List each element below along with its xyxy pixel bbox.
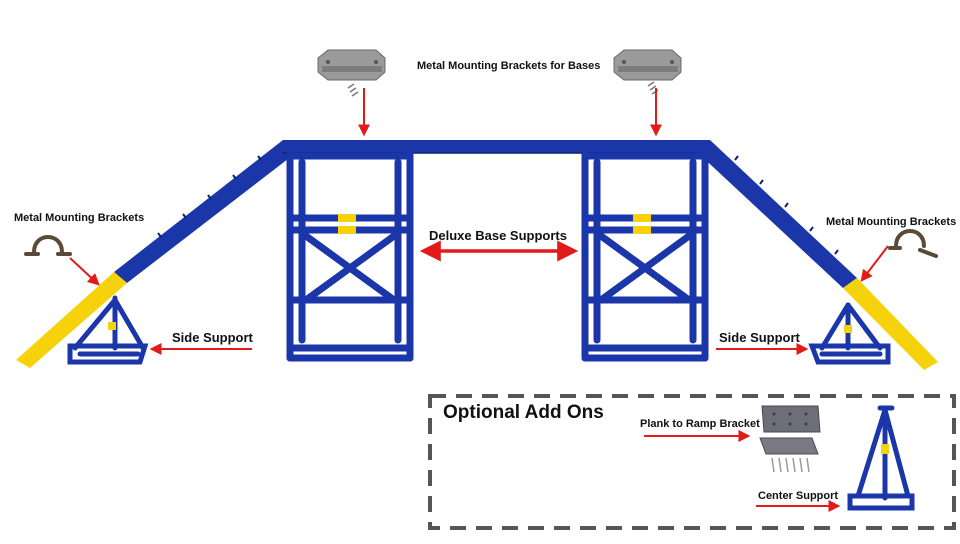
label-plank-bracket: Plank to Ramp Bracket <box>640 418 760 430</box>
ramp-right-blue <box>697 140 857 288</box>
ramp-left-yellow <box>16 272 127 368</box>
arrow-right-bracket <box>860 245 889 282</box>
deluxe-base-left <box>286 150 414 362</box>
side-support-left-tag <box>108 322 116 330</box>
arrow-left-bracket <box>69 257 100 286</box>
base-bracket-left-image <box>317 49 386 97</box>
deluxe-base-right <box>581 150 709 362</box>
top-plank <box>283 140 710 154</box>
side-support-right-tag <box>844 325 852 333</box>
deluxe-base-right-tags <box>633 214 651 234</box>
label-right-brackets: Metal Mounting Brackets <box>826 216 957 228</box>
addons-title: Optional Add Ons <box>443 402 604 423</box>
plank-ramp-bracket-image <box>759 405 821 473</box>
optional-addons-box <box>428 394 956 530</box>
label-base-brackets: Metal Mounting Brackets for Bases <box>417 60 601 72</box>
deluxe-base-left-tags <box>338 214 356 234</box>
label-deluxe-supports: Deluxe Base Supports <box>429 228 567 243</box>
label-side-support-left: Side Support <box>172 330 253 345</box>
ramp-right-yellow <box>843 278 938 370</box>
label-side-support-right: Side Support <box>719 330 800 345</box>
center-support-tag <box>881 444 889 454</box>
base-bracket-right-image <box>613 49 682 95</box>
label-left-brackets: Metal Mounting Brackets <box>14 212 145 224</box>
label-center-support: Center Support <box>758 490 839 502</box>
ramp-left-blue <box>114 140 297 283</box>
ramp-left <box>16 140 297 368</box>
center-support-image <box>847 405 915 511</box>
ramp-right <box>697 140 938 370</box>
arrows <box>69 88 889 355</box>
pipe-clamp-left-image <box>24 235 72 256</box>
pipe-clamp-right-image <box>888 229 938 258</box>
